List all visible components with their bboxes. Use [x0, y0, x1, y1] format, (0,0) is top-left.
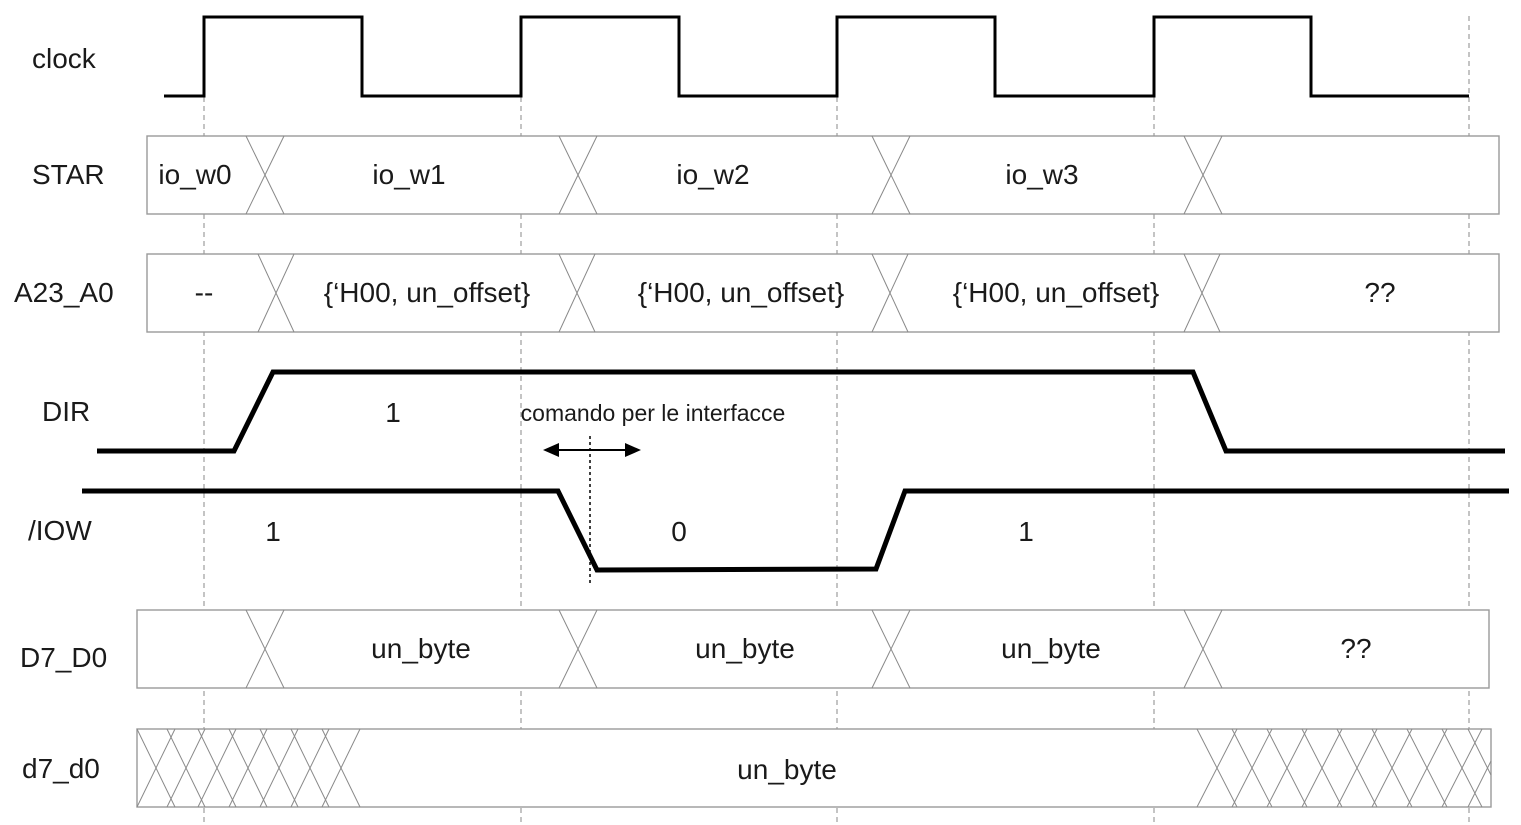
star-value: io_w3 — [1005, 159, 1078, 190]
a23-a0-value: {‘H00, un_offset} — [953, 277, 1160, 308]
bus-transition — [558, 609, 598, 689]
a23-a0-value: {‘H00, un_offset} — [324, 277, 531, 308]
signal-label-star: STAR — [32, 159, 105, 190]
star-value: io_w2 — [676, 159, 749, 190]
signal-label-dir: DIR — [42, 396, 90, 427]
iow-level-label: 1 — [1018, 516, 1034, 547]
signal-label-clock: clock — [32, 43, 97, 74]
iow-level-label: 1 — [265, 516, 281, 547]
a23-a0-bus-box — [146, 253, 1500, 333]
dir-waveform — [97, 369, 1505, 454]
bus-transition — [1183, 609, 1223, 689]
d7-d0-bus: un_byte un_byte un_byte ?? — [136, 609, 1490, 689]
bus-transition — [1183, 135, 1223, 215]
clock-waveform — [164, 15, 1469, 98]
bus-transition — [245, 135, 285, 215]
a23-a0-bus: -- {‘H00, un_offset} {‘H00, un_offset} {… — [146, 253, 1500, 333]
bus-transition — [558, 253, 596, 333]
undefined-region-right — [1196, 728, 1492, 808]
undefined-region-left — [136, 728, 361, 808]
d7-d0-lower-bus: un_byte — [136, 728, 1492, 808]
bus-transition — [245, 609, 285, 689]
interface-command-annotation: comando per le interfacce — [521, 400, 786, 584]
annotation-arrow-left-head — [543, 443, 559, 457]
bus-transition — [257, 253, 295, 333]
bus-transition — [871, 609, 911, 689]
signal-label-d7-d0: D7_D0 — [20, 642, 107, 673]
bus-transition — [558, 135, 598, 215]
star-value: io_w0 — [158, 159, 231, 190]
a23-a0-value: -- — [195, 277, 214, 308]
a23-a0-value: {‘H00, un_offset} — [638, 277, 845, 308]
star-bus: io_w0 io_w1 io_w2 io_w3 — [146, 135, 1500, 215]
d7-d0-value: un_byte — [695, 633, 795, 664]
d7-d0-value: ?? — [1340, 633, 1371, 664]
signal-labels: clock STAR A23_A0 DIR /IOW D7_D0 d7_d0 — [14, 43, 114, 784]
star-value: io_w1 — [372, 159, 445, 190]
iow-waveform — [82, 488, 1509, 573]
annotation-arrow-right-head — [625, 443, 641, 457]
signal-label-a23-a0: A23_A0 — [14, 277, 114, 308]
bus-transition — [1183, 253, 1221, 333]
dir-level-label: 1 — [385, 397, 401, 428]
iow-level-label: 0 — [671, 516, 687, 547]
star-bus-box — [146, 135, 1500, 215]
d7-d0-bus-box — [136, 609, 1490, 689]
a23-a0-value: ?? — [1364, 277, 1395, 308]
d7-d0-value: un_byte — [1001, 633, 1101, 664]
bus-transition — [871, 135, 911, 215]
signal-label-d7-d0-lower: d7_d0 — [22, 753, 100, 784]
d7-d0-value: un_byte — [371, 633, 471, 664]
annotation-label: comando per le interfacce — [521, 400, 786, 426]
bus-transition — [871, 253, 909, 333]
d7-d0-lower-value: un_byte — [737, 754, 837, 785]
signal-label-iow: /IOW — [28, 515, 92, 546]
